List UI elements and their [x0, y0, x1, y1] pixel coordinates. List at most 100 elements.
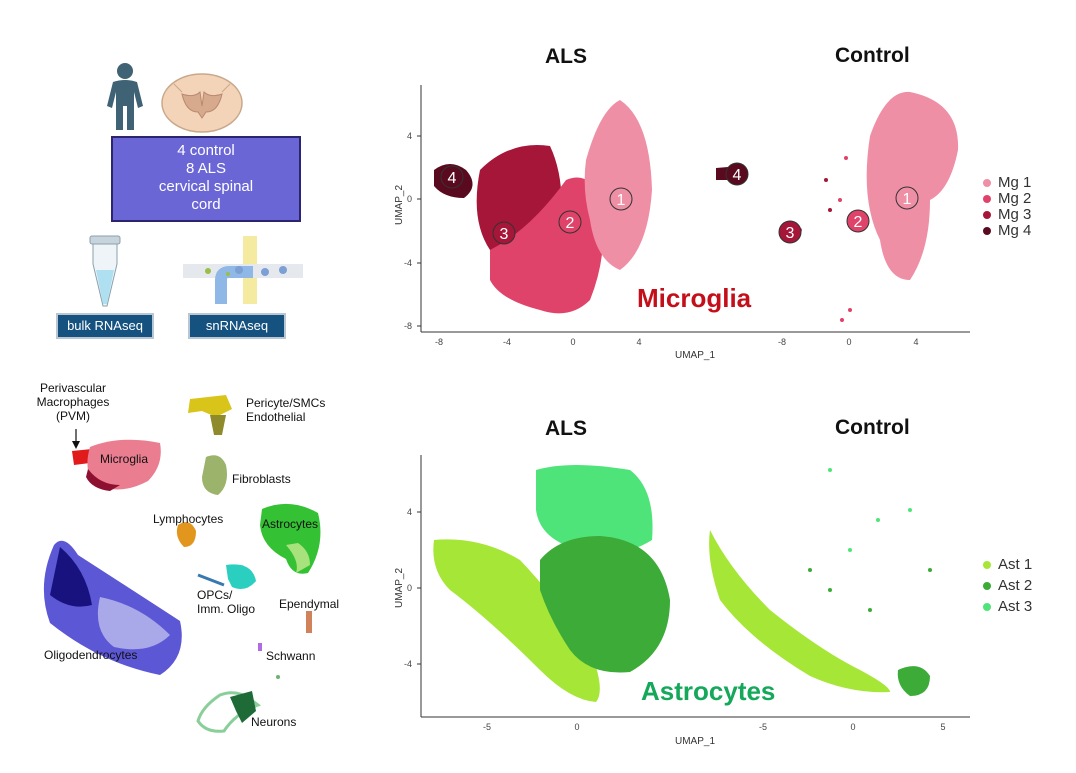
person-icon [107, 63, 143, 130]
ast-ytick: 4 [407, 507, 412, 517]
legend-dot [983, 561, 991, 569]
ependymal-cluster [306, 611, 312, 633]
neurons-label: Neurons [251, 715, 297, 729]
astrocyte-umap-plot: 4 0 -4 -5 0 -5 0 5 UMAP_1 UMAP_2 [394, 455, 970, 747]
astro-control-title: Control [835, 416, 910, 439]
legend-item-ast2: Ast 2 [983, 577, 1032, 598]
legend-label: Ast 1 [998, 556, 1033, 573]
fibroblasts-label: Fibroblasts [232, 472, 291, 486]
astrocytes-celltype-label: Astrocytes [641, 676, 776, 706]
astro-als-title: ALS [545, 417, 587, 440]
mg-xtick: -8 [435, 337, 443, 347]
opcs-label: OPCs/ Imm. Oligo [197, 588, 255, 616]
legend-item-mg4: Mg 4 [983, 222, 1032, 239]
legend-dot [983, 179, 991, 187]
mg-ytick: 0 [407, 194, 412, 204]
ctrl-ast1-cluster [709, 530, 890, 693]
microglia-control-title: Control [835, 44, 910, 67]
ast-ytick: -4 [404, 659, 412, 669]
cell-atlas-umap [43, 395, 321, 733]
mg-ytick: 4 [407, 131, 412, 141]
pvm-label-line: (PVM) [56, 409, 90, 423]
microglia-legend: Mg 1 Mg 2 Mg 3 Mg 4 [983, 174, 1032, 239]
mg-xtick: 0 [570, 337, 575, 347]
mg-ytick: -4 [404, 258, 412, 268]
tube-icon [89, 235, 121, 307]
mg-xlabel: UMAP_1 [675, 350, 715, 361]
microfluidics-icon [183, 236, 303, 304]
ctrl-mg1-cluster [866, 91, 959, 280]
oligodendrocytes-label: Oligodendrocytes [44, 648, 138, 662]
opcs-label-line: Imm. Oligo [197, 602, 256, 616]
microglia-celltype-label: Microglia [637, 283, 752, 313]
pvm-label: Perivascular Macrophages (PVM) [28, 381, 118, 423]
mg-xtick: -4 [503, 337, 511, 347]
ast-xtick: 0 [850, 722, 855, 732]
pericyte-label: Pericyte/SMCs Endothelial [246, 396, 325, 424]
legend-item-mg2: Mg 2 [983, 190, 1031, 207]
bulk-rnaseq-badge: bulk RNAseq [56, 313, 154, 339]
mg-xtick: -8 [778, 337, 786, 347]
pvm-cluster [72, 449, 92, 465]
ast-ylabel: UMAP_2 [394, 568, 405, 608]
mg-ylabel: UMAP_2 [394, 185, 405, 225]
legend-dot [983, 227, 991, 235]
mg-cluster-number: 4 [733, 167, 742, 184]
microglia-umap-plot: 4 0 -4 -8 -8 -4 0 4 -8 -4 0 4 UMAP_1 UMA… [394, 85, 970, 361]
ast-xtick: -5 [483, 722, 491, 732]
ast-ytick: 0 [407, 583, 412, 593]
legend-label: Mg 1 [998, 174, 1032, 191]
ast-xtick: -5 [759, 722, 767, 732]
mg-cluster-number: 3 [500, 226, 509, 243]
microglia-atlas-label: Microglia [100, 452, 149, 466]
lymphocytes-label: Lymphocytes [153, 512, 224, 526]
microglia-cluster [87, 439, 161, 490]
als-ast1-cluster [433, 539, 600, 702]
study-line: 4 control [177, 142, 235, 159]
pericyte-cluster [188, 395, 232, 417]
astrocyte-legend: Ast 1 Ast 2 Ast 3 [983, 556, 1032, 619]
fibroblasts-cluster [202, 455, 227, 495]
legend-dot [983, 603, 991, 611]
astrocytes-cluster [260, 503, 321, 574]
spinal-cord-icon [161, 73, 243, 133]
schwann-label: Schwann [266, 649, 316, 663]
ependymal-label: Ependymal [279, 597, 340, 611]
legend-dot [983, 211, 991, 219]
legend-label: Mg 4 [998, 222, 1032, 239]
legend-item-ast1: Ast 1 [983, 556, 1032, 577]
als-mg1-cluster [584, 100, 652, 270]
mg-ytick: -8 [404, 321, 412, 331]
mg-xtick: 4 [913, 337, 918, 347]
legend-label: Ast 2 [998, 577, 1033, 594]
mg-cluster-number: 2 [854, 214, 863, 231]
snrnaseq-badge: snRNAseq [188, 313, 286, 339]
astrocytes-atlas-label: Astrocytes [262, 517, 319, 531]
ast-xlabel: UMAP_1 [675, 736, 715, 747]
ctrl-ast2-cluster [897, 666, 930, 696]
lymphocytes-cluster [176, 522, 196, 547]
opcs-label-line: OPCs/ [197, 588, 233, 602]
pericyte-label-line: Endothelial [246, 410, 306, 424]
study-line: 8 ALS [185, 160, 227, 177]
ast-xtick: 0 [574, 722, 579, 732]
mg-cluster-number: 4 [448, 170, 457, 187]
study-cohort-box: 4 control 8 ALS cervical spinal cord [111, 136, 301, 222]
pericyte-label-line: Pericyte/SMCs [246, 396, 326, 410]
als-ast3-cluster [536, 465, 653, 554]
pvm-label-line: Macrophages [36, 395, 110, 409]
legend-dot [983, 582, 991, 590]
als-mg2-cluster [490, 177, 604, 314]
opcs-cluster [226, 564, 256, 589]
legend-dot [983, 195, 991, 203]
legend-item-ast3: Ast 3 [983, 598, 1032, 619]
schwann-cluster [258, 643, 262, 651]
ast-xtick: 5 [940, 722, 945, 732]
mg-cluster-number: 2 [566, 215, 575, 232]
pvm-label-line: Perivascular [39, 381, 107, 395]
legend-item-mg1: Mg 1 [983, 174, 1032, 191]
mg-cluster-number: 1 [903, 191, 912, 208]
study-line: cord [191, 196, 221, 213]
mg-xtick: 0 [846, 337, 851, 347]
microglia-als-title: ALS [545, 45, 587, 68]
